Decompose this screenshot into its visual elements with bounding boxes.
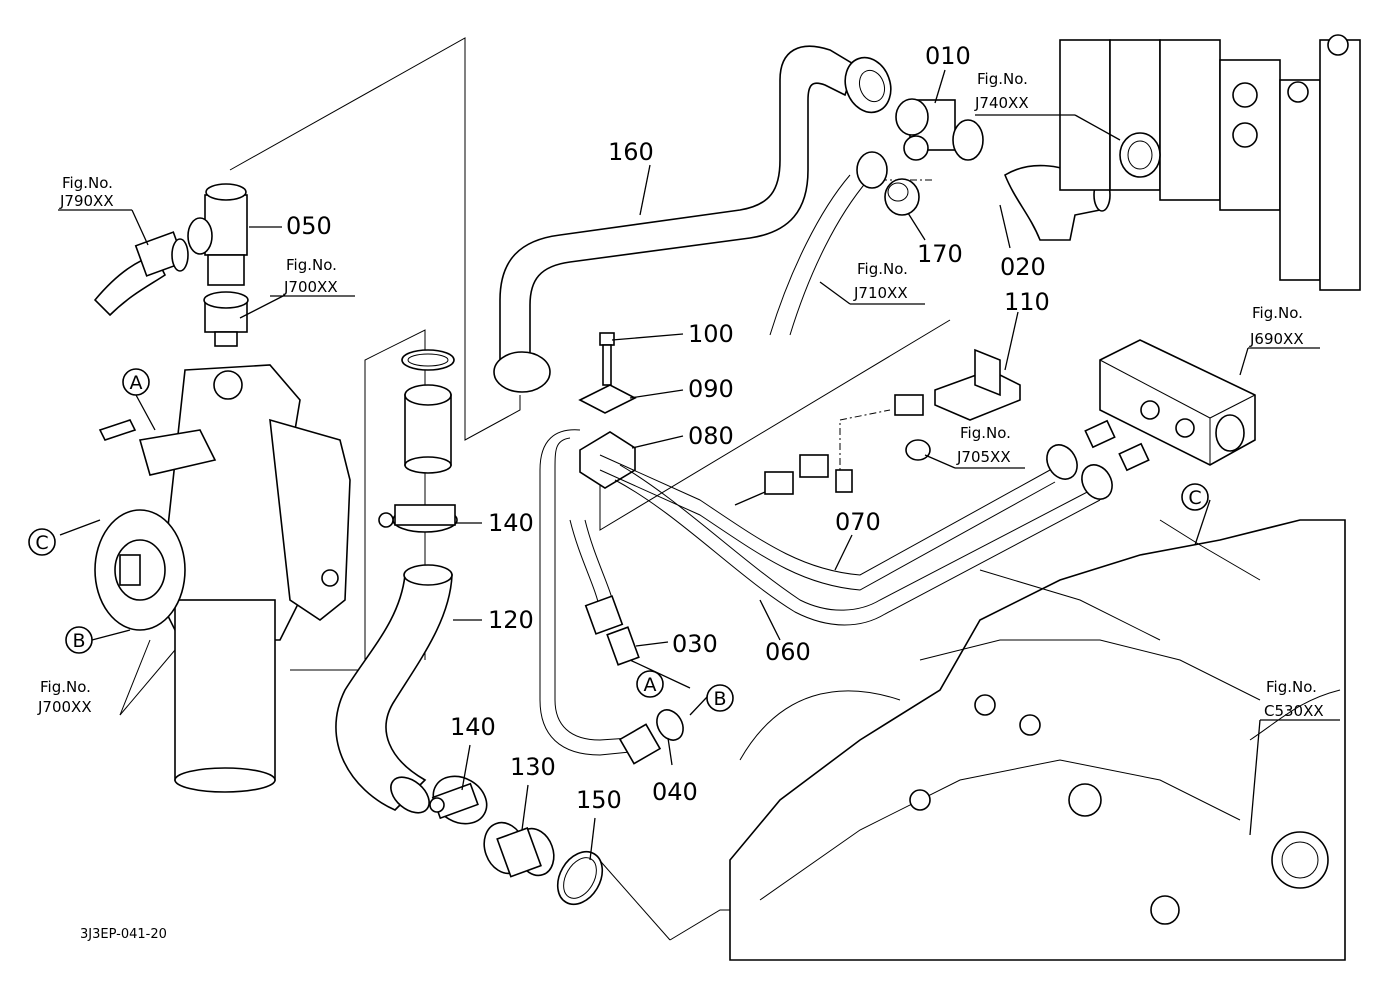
svg-text:J740XX: J740XX [974,94,1029,112]
transmission-housing [729,519,1346,961]
control-valve-block [1059,34,1361,291]
figure-ref-j690: Fig.No. J690XX [1249,304,1304,348]
part-label-150: 150 [576,786,622,814]
suction-hose-left [93,231,189,317]
svg-text:B: B [713,688,726,710]
svg-text:Fig.No.: Fig.No. [960,424,1011,442]
svg-text:C: C [35,532,48,554]
part-label-030: 030 [672,630,718,658]
svg-text:J790XX: J790XX [59,192,114,210]
tee-fitting-050 [187,183,249,347]
svg-text:Fig.No.: Fig.No. [62,174,113,192]
figure-ref-c530: Fig.No. C530XX [1264,678,1324,720]
o-ring-150 [556,850,604,906]
callout-a-left: A [122,368,150,396]
figure-ref-j740: Fig.No. J740XX [974,70,1029,112]
part-label-160: 160 [608,138,654,166]
hose-j710 [769,151,888,336]
part-label-020: 020 [1000,253,1046,281]
hose-clamp-140-bottom [429,775,488,825]
hose-120 [335,564,453,814]
svg-text:B: B [72,630,85,652]
svg-text:J700XX: J700XX [283,278,338,296]
pipe-160 [493,45,892,393]
part-label-010: 010 [925,42,971,70]
clamp-parts-small [734,394,931,506]
svg-text:J710XX: J710XX [853,284,908,302]
svg-text:Fig.No.: Fig.No. [1266,678,1317,696]
part-label-140-top: 140 [488,509,534,537]
svg-text:Fig.No.: Fig.No. [40,678,91,696]
svg-text:Fig.No.: Fig.No. [286,256,337,274]
svg-text:Fig.No.: Fig.No. [857,260,908,278]
part-label-130: 130 [510,753,556,781]
drawing-code: 3J3EP-041-20 [80,927,167,942]
distribution-block-j690 [1084,339,1256,472]
part-labels: 010 020 030 040 050 060 070 080 090 100 … [286,42,1050,814]
part-label-090: 090 [688,375,734,403]
svg-text:A: A [644,674,657,696]
svg-text:J700XX: J700XX [37,698,92,716]
callout-b-right: B [706,684,734,712]
part-label-040: 040 [652,778,698,806]
pipe-070 [599,454,1056,591]
hydraulic-pump [94,364,351,793]
pipe-030-040-loop [539,429,631,756]
figure-ref-j700-top: Fig.No. J700XX [283,256,338,296]
pipe-060 [614,444,1113,626]
leader-lines [58,69,1340,861]
figure-ref-j705: Fig.No. J705XX [956,424,1011,466]
callout-b-left: B [65,626,93,654]
bracket-110 [934,348,1021,421]
part-label-110: 110 [1004,288,1050,316]
clamp-080 [579,431,636,489]
figure-ref-j790: Fig.No. J790XX [59,174,114,210]
part-label-170: 170 [917,240,963,268]
part-label-050: 050 [286,212,332,240]
svg-text:A: A [130,372,143,394]
fitting-130 [483,821,555,878]
plug-170 [884,178,920,216]
fitting-040 [618,709,684,765]
hose-adapter [404,384,452,474]
svg-text:C530XX: C530XX [1264,702,1324,720]
callout-c-left: C [28,528,56,556]
bolt-100 [599,332,615,386]
plate-090 [578,384,637,414]
figure-ref-j700-bottom: Fig.No. J700XX [37,678,92,716]
svg-text:Fig.No.: Fig.No. [1252,304,1303,322]
tee-010 [895,98,984,161]
hose-clamp-140-top [378,504,458,533]
part-label-080: 080 [688,422,734,450]
callout-c-right: C [1181,483,1209,511]
callout-a-right: A [636,670,664,698]
reference-frames [119,37,951,941]
svg-text:J690XX: J690XX [1249,330,1304,348]
svg-text:Fig.No.: Fig.No. [977,70,1028,88]
part-label-100: 100 [688,320,734,348]
svg-text:C: C [1188,487,1201,509]
fitting-030 [584,595,640,666]
o-ring-top [401,349,455,371]
part-label-070: 070 [835,508,881,536]
svg-text:J705XX: J705XX [956,448,1011,466]
part-label-120: 120 [488,606,534,634]
part-label-140-bottom: 140 [450,713,496,741]
part-label-060: 060 [765,638,811,666]
figure-ref-j710: Fig.No. J710XX [853,260,908,302]
